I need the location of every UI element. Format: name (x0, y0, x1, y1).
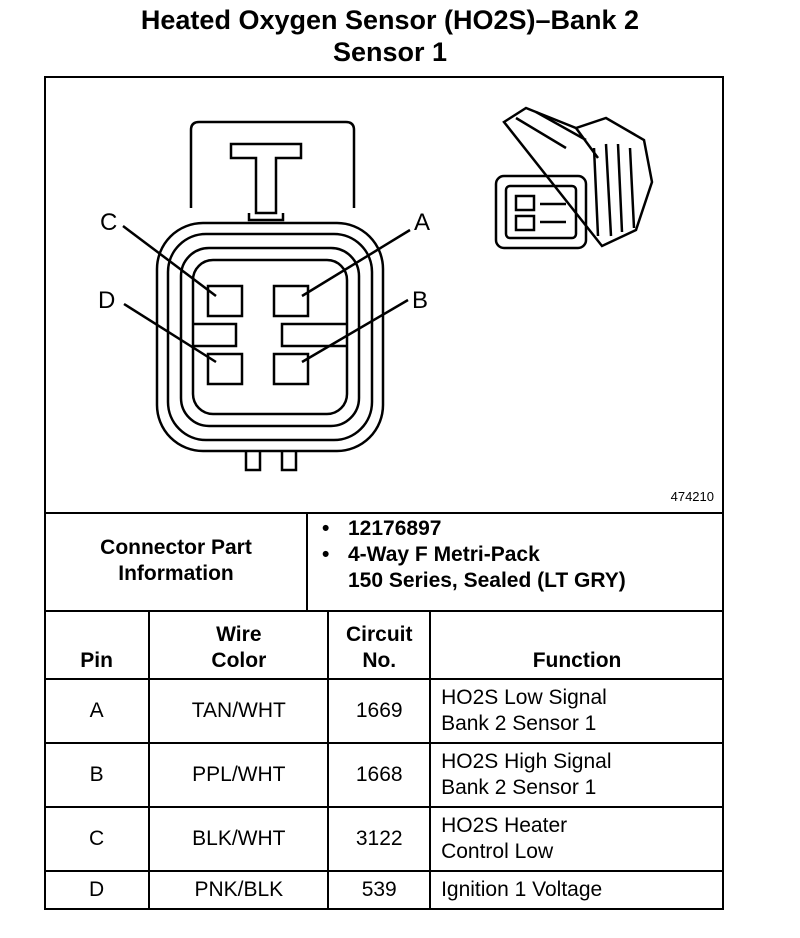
connector-info-row: Connector Part Information • 12176897 • … (46, 512, 722, 612)
latch-icon (229, 142, 303, 215)
bullet-icon: • (322, 517, 330, 540)
pin-label-c: C (100, 209, 117, 236)
pin-cell: B (45, 742, 151, 808)
cavity-c (206, 284, 244, 318)
connector-figure: C D A B 474210 (46, 78, 722, 514)
list-item: • 4-Way F Metri-Pack 150 Series, Sealed … (322, 542, 626, 594)
pin-cell: D (45, 870, 151, 908)
leader-a (301, 228, 411, 298)
function-cell: Ignition 1 Voltage (429, 870, 723, 908)
pin-label-a: A (414, 209, 430, 236)
connector-3d-view (494, 106, 654, 250)
figure-number: 474210 (670, 489, 714, 504)
wire-color-cell: PPL/WHT (148, 742, 330, 808)
part-number: 12176897 (348, 517, 442, 540)
pin-cell: C (45, 806, 151, 872)
connector-info-label-line: Connector Part (100, 536, 252, 559)
leader-d (123, 302, 217, 364)
cavity-b (272, 352, 310, 386)
circuit-cell: 3122 (327, 806, 432, 872)
connector-series: 150 Series, Sealed (LT GRY) (348, 569, 626, 592)
connector-3d-face (494, 174, 588, 250)
connector-body (155, 221, 385, 453)
header-function: Function (429, 610, 723, 680)
leader-c (122, 225, 217, 297)
connector-info-list: • 12176897 • 4-Way F Metri-Pack 150 Seri… (322, 516, 626, 594)
connector-sheet: C D A B 474210 Connector Part Informatio… (44, 76, 724, 910)
connector-info-label: Connector Part Information (46, 512, 308, 610)
connector-type: 4-Way F Metri-Pack (348, 543, 540, 566)
cavity-d (206, 352, 244, 386)
title-line-2: Sensor 1 (332, 37, 448, 67)
bullet-icon: • (322, 543, 330, 566)
locking-tab (189, 120, 356, 208)
connector-face-view (122, 120, 411, 472)
list-item: • 12176897 (322, 516, 626, 542)
title-line-1: Heated Oxygen Sensor (HO2S)–Bank 2 (140, 5, 640, 35)
header-pin: Pin (45, 610, 151, 680)
pin-cell: A (45, 678, 151, 744)
circuit-cell: 1669 (327, 678, 432, 744)
leader-b (301, 298, 409, 364)
connector-face-diagram: C D A B (98, 106, 654, 472)
page-title: Heated Oxygen Sensor (HO2S)–Bank 2 Senso… (0, 4, 780, 68)
circuit-cell: 1668 (327, 742, 432, 808)
pin-label-b: B (412, 287, 428, 314)
wire-color-cell: PNK/BLK (148, 870, 330, 908)
pin-label-d: D (98, 287, 115, 314)
connector-info-label-line: Information (118, 562, 234, 585)
circuit-cell: 539 (327, 870, 432, 908)
cavity-a (272, 284, 310, 318)
table-row: D PNK/BLK 539 Ignition 1 Voltage (45, 870, 723, 908)
wire-color-cell: TAN/WHT (148, 678, 330, 744)
wire-color-cell: BLK/WHT (148, 806, 330, 872)
